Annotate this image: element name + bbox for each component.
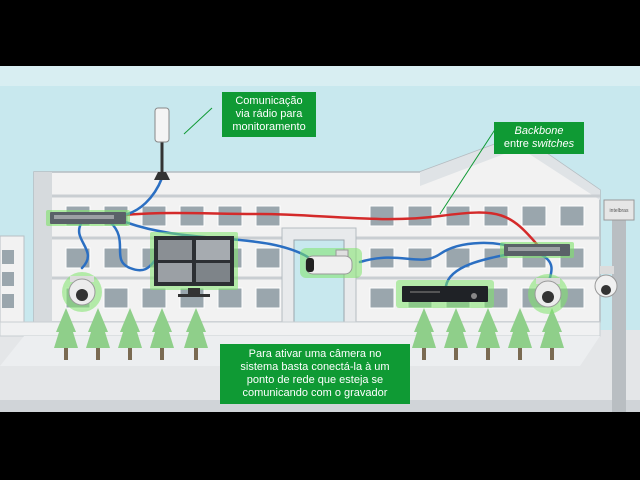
window	[255, 205, 281, 227]
window	[369, 287, 395, 309]
window	[65, 247, 91, 269]
window	[179, 205, 205, 227]
window	[217, 287, 243, 309]
window	[217, 205, 243, 227]
callout-backbone-line-2b: switches	[531, 138, 575, 150]
window	[445, 247, 471, 269]
window	[255, 287, 281, 309]
window	[483, 205, 509, 227]
callout-radio-line-3: monitoramento	[232, 121, 306, 133]
tree	[444, 308, 468, 360]
pole-camera-icon: intelbras	[594, 199, 635, 412]
window	[255, 247, 281, 269]
tree	[150, 308, 174, 360]
callout-backbone-line-2a: entre	[503, 138, 532, 150]
leader-line-radio	[183, 107, 213, 135]
window	[141, 205, 167, 227]
window	[103, 287, 129, 309]
window	[559, 205, 585, 227]
callout-radio-line-2: via rádio para	[235, 108, 303, 120]
window	[407, 205, 433, 227]
cable-nvr	[358, 241, 522, 264]
tree	[476, 308, 500, 360]
window	[141, 287, 167, 309]
trees	[54, 308, 564, 360]
callout-radio: Comunicação via rádio para monitoramento	[222, 92, 316, 137]
tree	[118, 308, 142, 360]
tree	[86, 308, 110, 360]
brand-label: intelbras	[610, 208, 629, 214]
sidewalk	[0, 400, 640, 412]
callout-backbone-line-1: Backbone	[514, 125, 564, 137]
cable-red-backbone	[98, 211, 542, 250]
callout-camera-info: Para ativar uma câmera no sistema basta …	[220, 344, 410, 404]
tree	[508, 308, 532, 360]
callout-camera-line-4: comunicando com o gravador	[242, 387, 388, 399]
network-switch-right-icon	[500, 242, 574, 258]
network-switch-left-icon	[46, 210, 130, 226]
callout-camera-line-1: Para ativar uma câmera no	[248, 348, 382, 360]
tree	[54, 308, 78, 360]
leader-line-backbone	[439, 127, 497, 215]
dome-camera-right-icon	[528, 274, 568, 314]
callout-camera-line-3: ponto de rede que esteja se	[246, 374, 384, 386]
cable-left-camera	[77, 220, 90, 270]
monitor-icon	[150, 232, 238, 297]
dome-camera-left-icon	[62, 272, 102, 312]
window	[369, 205, 395, 227]
tree	[540, 308, 564, 360]
tree	[184, 308, 208, 360]
bullet-camera-icon	[300, 248, 362, 278]
callout-camera-line-2: sistema basta conectá-la à um	[240, 361, 390, 373]
window	[521, 205, 547, 227]
radio-antenna-icon	[154, 107, 170, 180]
tree	[412, 308, 436, 360]
nvr-recorder-icon	[396, 280, 494, 308]
side-building-left	[0, 235, 25, 327]
sky-band	[0, 66, 640, 86]
callout-backbone: Backbone entre switches	[494, 122, 584, 154]
callout-radio-line-1: Comunicação	[235, 95, 303, 107]
